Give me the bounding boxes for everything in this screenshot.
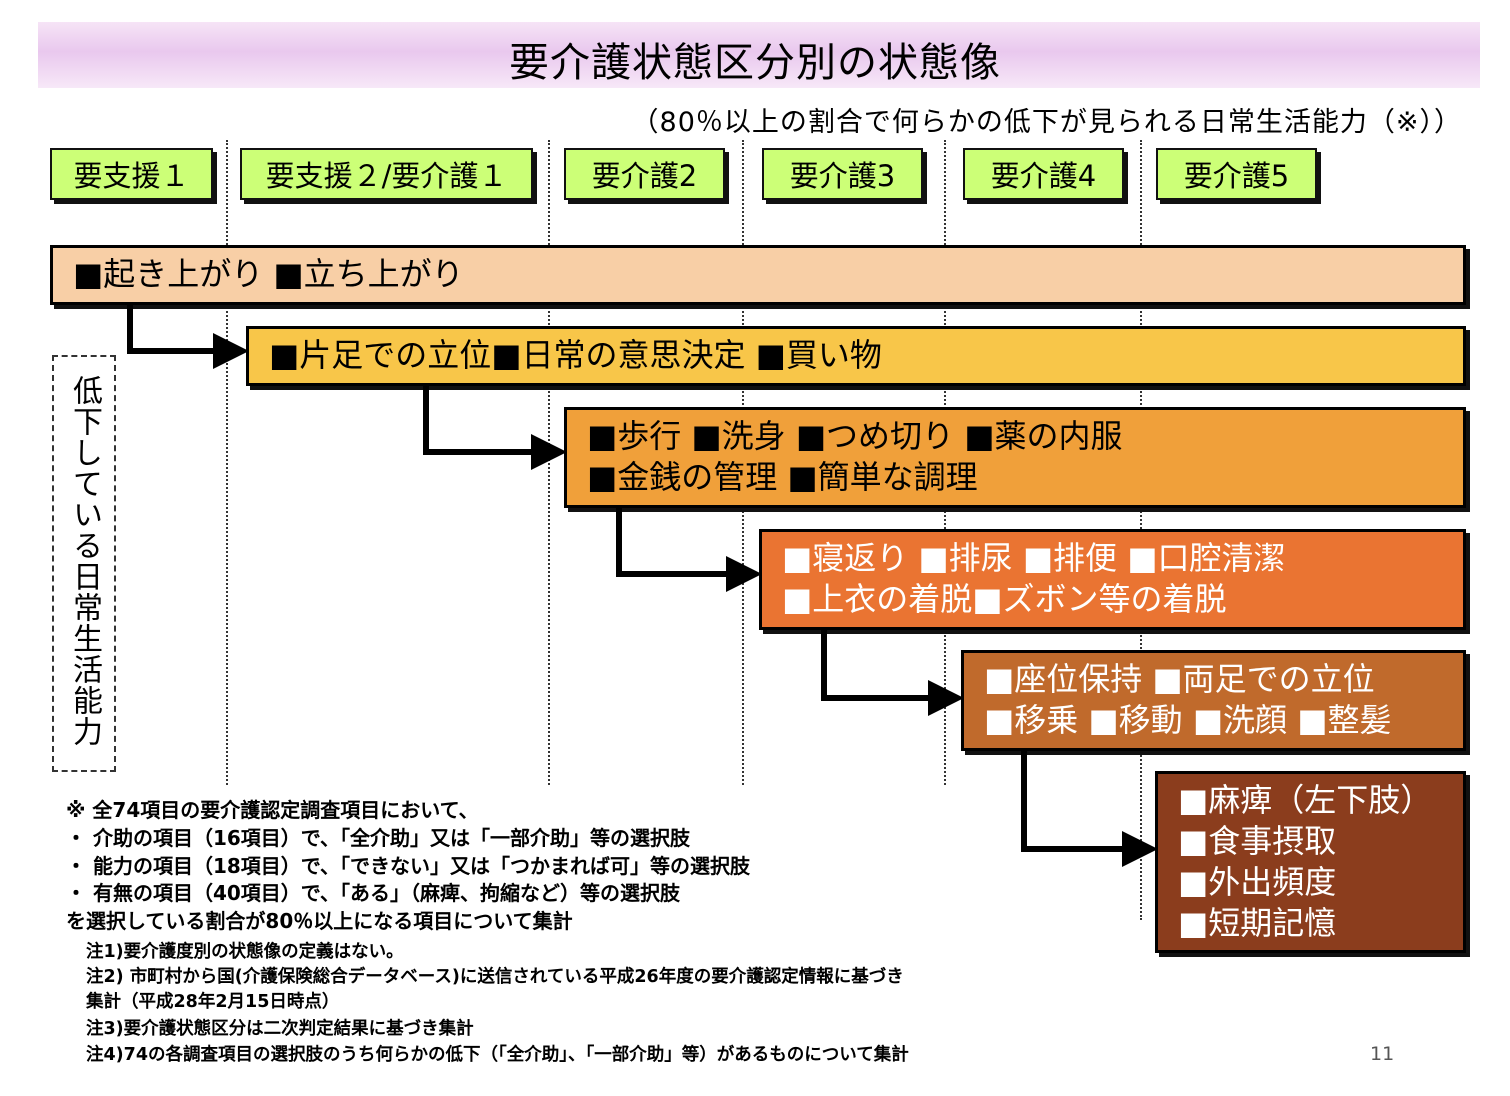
arrow-3-to-4 bbox=[616, 508, 762, 592]
note-line: ・ 介助の項目（16項目）で、「全介助」又は「一部介助」等の選択肢 bbox=[66, 826, 690, 850]
level-header-yokaigo5: 要介護5 bbox=[1156, 148, 1317, 200]
footnote: 注1)要介護度別の状態像の定義はない。 bbox=[86, 942, 404, 962]
tier-3-box: ■歩行 ■洗身 ■つめ切り ■薬の内服 ■金銭の管理 ■簡単な調理 bbox=[564, 407, 1466, 508]
arrow-2-to-3 bbox=[423, 386, 567, 470]
level-header-yokaigo2: 要介護2 bbox=[564, 148, 725, 200]
tier-6-line: ■食事摂取 bbox=[1178, 822, 1337, 860]
arrow-5-to-6 bbox=[1021, 751, 1158, 867]
tier-5-line: ■座位保持 ■両足での立位 bbox=[984, 660, 1375, 698]
tier-6-line: ■麻痺（左下肢） bbox=[1178, 781, 1433, 819]
page-title: 要介護状態区分別の状態像 bbox=[509, 40, 1001, 86]
tier-6-line: ■外出頻度 bbox=[1178, 863, 1337, 901]
tier-2-line: ■片足での立位■日常の意思決定 ■買い物 bbox=[269, 336, 882, 374]
column-divider bbox=[226, 140, 228, 785]
page-number: 11 bbox=[1370, 1043, 1395, 1065]
side-label: 低下している日常生活能力 bbox=[52, 355, 116, 772]
level-header-yokaigo3: 要介護3 bbox=[762, 148, 923, 200]
note-line: を選択している割合が80％以上になる項目について集計 bbox=[66, 909, 573, 933]
tier-1-line: ■起き上がり ■立ち上がり bbox=[73, 255, 464, 293]
footnote: 集計（平成28年2月15日時点） bbox=[86, 992, 340, 1012]
tier-3-line: ■歩行 ■洗身 ■つめ切り ■薬の内服 bbox=[587, 417, 1123, 455]
subtitle: （80％以上の割合で何らかの低下が見られる日常生活能力（※）） bbox=[631, 107, 1462, 138]
arrow-4-to-5 bbox=[821, 630, 964, 716]
tier-4-line: ■寝返り ■排尿 ■排便 ■口腔清潔 bbox=[782, 539, 1286, 577]
note-line: ※ 全74項目の要介護認定調査項目において、 bbox=[66, 798, 479, 822]
footnote: 注4)74の各調査項目の選択肢のうち何らかの低下（「全介助」、「一部介助」等）が… bbox=[86, 1045, 909, 1065]
title-band bbox=[38, 22, 1480, 88]
tier-3-line: ■金銭の管理 ■簡単な調理 bbox=[587, 458, 978, 496]
tier-6-line: ■短期記憶 bbox=[1178, 904, 1337, 942]
level-header-yoshien2-yokaigo1: 要支援２/要介護１ bbox=[240, 148, 533, 200]
note-line: ・ 有無の項目（40項目）で、「ある」（麻痺、拘縮など）等の選択肢 bbox=[66, 881, 680, 905]
footnote: 注2) 市町村から国(介護保険総合データベース)に送信されている平成26年度の要… bbox=[86, 967, 904, 987]
tier-1-box: ■起き上がり ■立ち上がり bbox=[50, 245, 1466, 305]
level-header-yoshien1: 要支援１ bbox=[50, 148, 213, 200]
tier-5-box: ■座位保持 ■両足での立位 ■移乗 ■移動 ■洗顔 ■整髪 bbox=[961, 650, 1466, 751]
tier-4-line: ■上衣の着脱■ズボン等の着脱 bbox=[782, 580, 1227, 618]
tier-4-box: ■寝返り ■排尿 ■排便 ■口腔清潔 ■上衣の着脱■ズボン等の着脱 bbox=[759, 529, 1466, 630]
footnote: 注3)要介護状態区分は二次判定結果に基づき集計 bbox=[86, 1019, 474, 1039]
tier-2-box: ■片足での立位■日常の意思決定 ■買い物 bbox=[246, 326, 1466, 386]
level-header-yokaigo4: 要介護4 bbox=[963, 148, 1124, 200]
note-line: ・ 能力の項目（18項目）で、「できない」又は「つかまれば可」等の選択肢 bbox=[66, 854, 750, 878]
arrow-1-to-2 bbox=[127, 305, 249, 369]
tier-5-line: ■移乗 ■移動 ■洗顔 ■整髪 bbox=[984, 701, 1392, 739]
tier-6-box: ■麻痺（左下肢） ■食事摂取 ■外出頻度 ■短期記憶 bbox=[1155, 771, 1466, 953]
